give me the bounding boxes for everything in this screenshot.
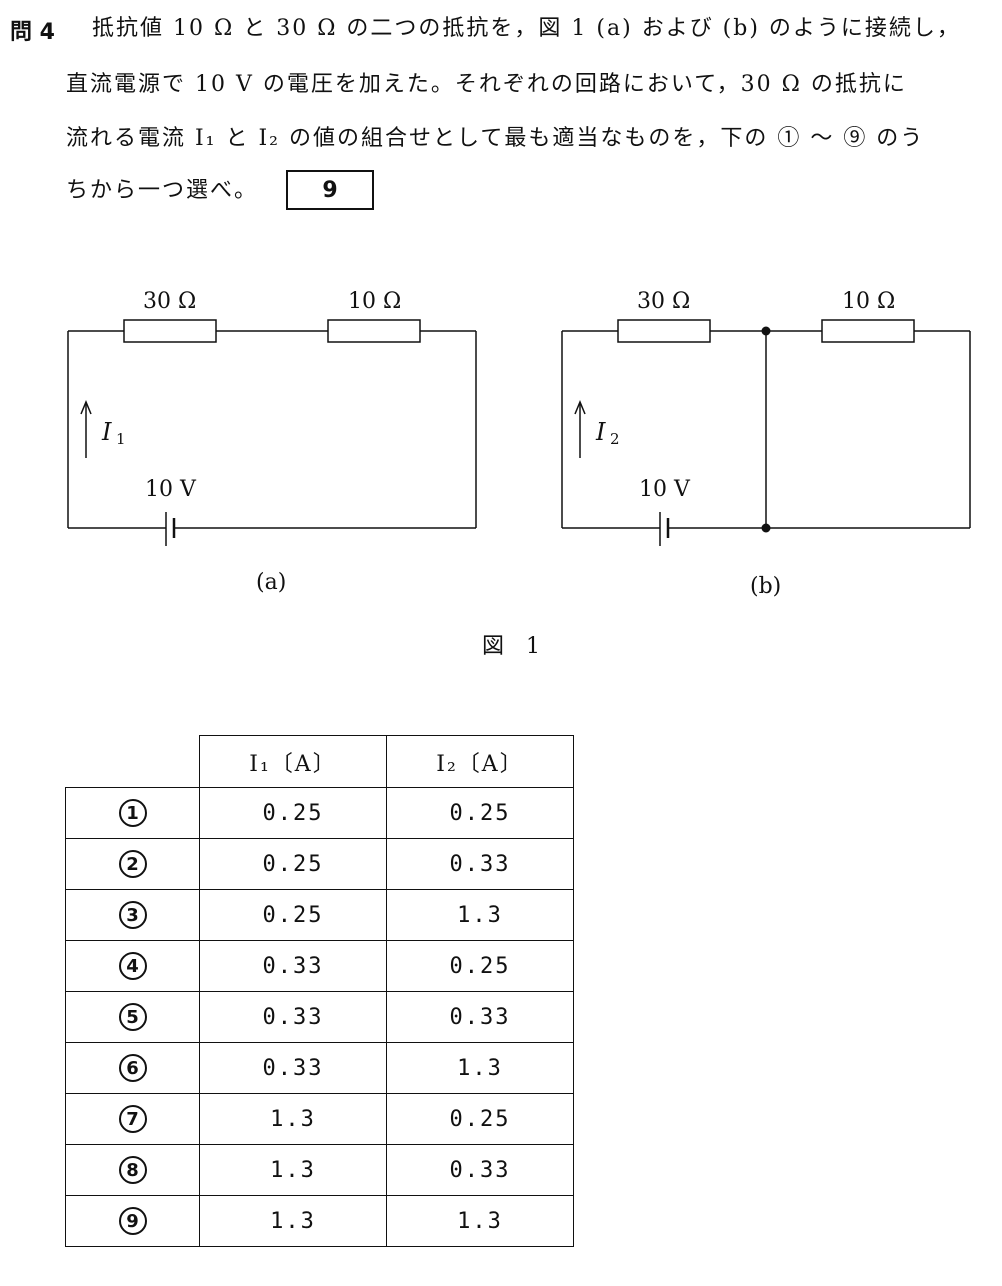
i1-value: 1.3: [199, 1093, 387, 1145]
circuit-a: [67, 319, 477, 546]
question-text-line-2: 直流電源で 10 V の電圧を加えた。それぞれの回路において，30 Ω の抵抗に: [66, 72, 907, 97]
i2-value: 0.25: [386, 1093, 574, 1145]
circuit-b: [561, 319, 971, 546]
choice-number: 6: [118, 1054, 147, 1082]
choice-number-cell: 6: [65, 1042, 200, 1094]
question-label: 問 4: [10, 20, 55, 45]
choice-number: 5: [118, 1003, 147, 1031]
question-text-line-1: 抵抗値 10 Ω と 30 Ω の二つの抵抗を，図 1 (a) および (b) …: [92, 16, 961, 41]
choice-number-cell: 8: [65, 1144, 200, 1196]
question-text-line-4: ちから一つ選べ。: [66, 178, 259, 203]
i1-value: 0.33: [199, 991, 387, 1043]
i2-value: 0.25: [386, 787, 574, 839]
resistor-10-ohm: [327, 319, 421, 343]
voltage-label-b: 10 V: [639, 477, 691, 502]
current-label-i2: I: [595, 418, 606, 446]
choice-number: 7: [118, 1105, 147, 1133]
i1-value: 1.3: [199, 1195, 387, 1247]
i2-value: 0.25: [386, 940, 574, 992]
choice-number: 9: [118, 1207, 147, 1235]
i2-value: 0.33: [386, 1144, 574, 1196]
junction-dot-bottom: [761, 523, 771, 533]
i1-value: 1.3: [199, 1144, 387, 1196]
choice-number-cell: 5: [65, 991, 200, 1043]
figure-caption: 図 1: [482, 634, 540, 659]
caption-a: (a): [256, 570, 287, 595]
answer-box: 9: [286, 170, 374, 210]
current-sub-1: 1: [116, 430, 126, 448]
i2-value: 1.3: [386, 1042, 574, 1094]
choice-number-cell: 1: [65, 787, 200, 839]
choice-number-cell: 4: [65, 940, 200, 992]
arrow-head-icon: [574, 400, 586, 415]
junction-dot-top: [761, 326, 771, 336]
choice-number: 2: [118, 850, 147, 878]
arrow-head-icon: [80, 400, 92, 415]
i2-value: 0.33: [386, 991, 574, 1043]
label-10-ohm-a: 10 Ω: [348, 289, 401, 314]
resistor-30-ohm: [123, 319, 217, 343]
choice-number-cell: 2: [65, 838, 200, 890]
label-30-ohm-b: 30 Ω: [637, 289, 690, 314]
i2-value: 1.3: [386, 889, 574, 941]
choice-number-cell: 7: [65, 1093, 200, 1145]
i2-value: 1.3: [386, 1195, 574, 1247]
circuit-figure: 30 Ω 10 Ω I 1 10 V 30 Ω 10 Ω I 2 10 V: [67, 289, 971, 546]
question-text-line-3: 流れる電流 I₁ と I₂ の値の組合せとして最も適当なものを，下の ① ～ ⑨…: [66, 126, 925, 151]
i1-value: 0.33: [199, 1042, 387, 1094]
choice-number: 3: [118, 901, 147, 929]
table-header-row: I₁〔A〕 I₂〔A〕: [65, 735, 574, 788]
choice-number-cell: 3: [65, 889, 200, 941]
caption-b: (b): [750, 574, 782, 599]
resistor-30-ohm: [617, 319, 711, 343]
choice-number: 1: [118, 799, 147, 827]
current-sub-2: 2: [610, 430, 620, 448]
choice-number-cell: 9: [65, 1195, 200, 1247]
i1-value: 0.33: [199, 940, 387, 992]
i1-value: 0.25: [199, 838, 387, 890]
voltage-label-a: 10 V: [145, 477, 197, 502]
header-i2: I₂〔A〕: [386, 735, 574, 788]
label-30-ohm-a: 30 Ω: [143, 289, 196, 314]
choice-number: 8: [118, 1156, 147, 1184]
resistor-10-ohm: [821, 319, 915, 343]
blank-header-cell: [65, 735, 200, 788]
current-label-i1: I: [101, 418, 112, 446]
label-10-ohm-b: 10 Ω: [842, 289, 895, 314]
i1-value: 0.25: [199, 889, 387, 941]
i2-value: 0.33: [386, 838, 574, 890]
choice-number: 4: [118, 952, 147, 980]
header-i1: I₁〔A〕: [199, 735, 387, 788]
i1-value: 0.25: [199, 787, 387, 839]
